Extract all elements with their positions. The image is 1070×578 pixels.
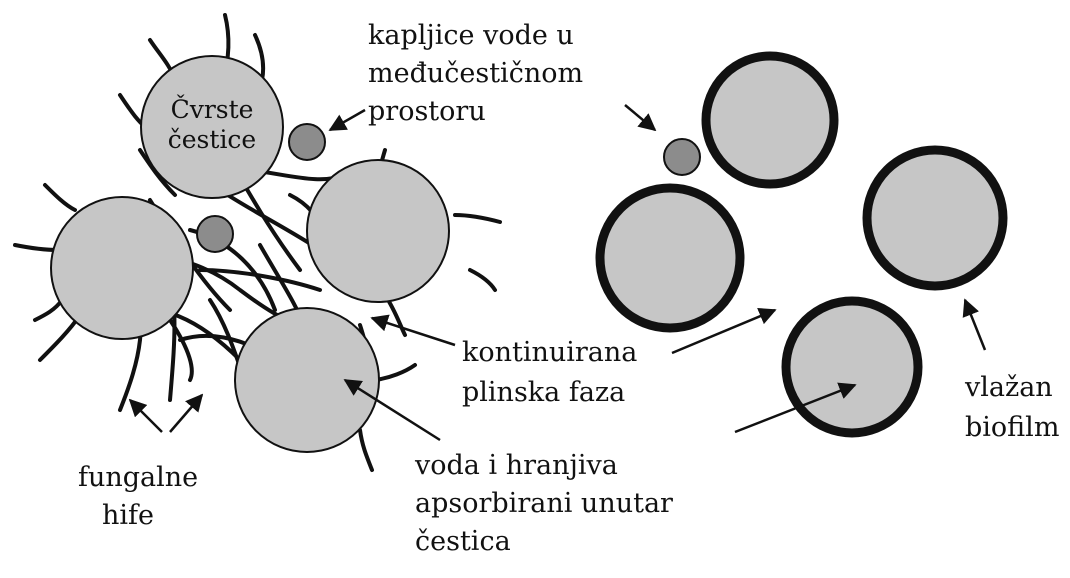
arrow-right-lower-particle [734, 382, 857, 434]
biofilm-particle-circle [781, 296, 923, 438]
hypha [358, 428, 374, 472]
gas-phase-label: kontinuirana plinska faza [462, 337, 637, 409]
right-particles-group [595, 51, 1008, 438]
hypha [218, 188, 322, 252]
water-droplets-label-line1: kapljice vode u [368, 20, 574, 51]
biofilm-particle-circle [595, 183, 745, 333]
right-water-droplet-circle [663, 138, 701, 176]
hypha [198, 268, 322, 292]
hypha [138, 148, 177, 197]
solid-particles-label: Čvrste čestice [147, 95, 277, 155]
arrow-hyphae-right [169, 393, 204, 433]
left-particles-group [50, 55, 450, 453]
hypha [373, 363, 417, 382]
biofilm-particle-circle [701, 51, 839, 189]
solid-particle-circle [50, 196, 194, 340]
solid-particles-label-line1: Čvrste [170, 95, 254, 124]
fungal-hyphae-label-line1: fungalne [78, 462, 199, 493]
fungal-hyphae-label-line2: hife [102, 500, 154, 531]
water-droplet-circle [288, 123, 326, 161]
solid-particle-circle [306, 159, 450, 303]
absorbed-label-line3: čestica [415, 526, 511, 557]
hypha [43, 183, 77, 212]
biofilm-label-line1: vlažan [965, 372, 1053, 403]
water-droplets-label-line2: međučestičnom [368, 58, 584, 89]
arrows-group [128, 104, 987, 442]
gas-phase-label-line1: kontinuirana [462, 337, 638, 368]
arrow-to-left-droplet [328, 108, 366, 132]
biofilm-label: vlažan biofilm [965, 372, 1059, 444]
solid-particle-circle [234, 307, 380, 453]
hypha [168, 318, 194, 382]
water-droplets-label-line3: prostoru [368, 96, 486, 127]
absorbed-label-line1: voda i hranjiva [415, 450, 618, 481]
biofilm-particle-circle [862, 145, 1008, 291]
hypha [38, 313, 82, 362]
arrow-to-right-droplet [624, 104, 657, 132]
hypha [453, 213, 502, 224]
arrow-absorbed-inside [343, 378, 441, 442]
hypha [13, 243, 60, 252]
hypha [33, 298, 64, 322]
fungal-hyphae-label: fungalne hife [78, 462, 198, 532]
absorbed-label: voda i hranjiva apsorbirani unutar česti… [415, 450, 673, 558]
water-droplet-circle [196, 215, 234, 253]
gas-phase-label-line2: plinska faza [462, 377, 626, 408]
biofilm-label-line2: biofilm [965, 412, 1060, 443]
solid-particle-circle [140, 55, 284, 199]
arrow-gas-phase-left [370, 314, 456, 347]
arrow-gas-phase-right [671, 307, 777, 355]
absorbed-label-line2: apsorbirani unutar [415, 488, 673, 519]
arrow-hyphae-left [128, 398, 163, 433]
left-droplets-group [196, 123, 326, 253]
water-droplets-label: kapljice vode u međučestičnom prostoru [368, 20, 583, 128]
solid-particles-label-line2: čestice [167, 125, 257, 154]
hypha [468, 268, 497, 292]
arrow-biofilm [962, 298, 987, 351]
